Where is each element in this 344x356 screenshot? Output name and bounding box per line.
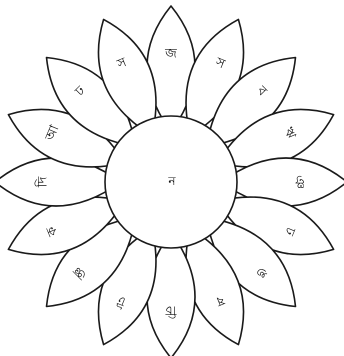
- petal-label-1: জ: [164, 47, 177, 62]
- petal-label-13: দি: [35, 177, 51, 189]
- petal-label-5: ঞ: [292, 175, 307, 189]
- center-label: ন: [167, 174, 176, 188]
- petal-label-9: চি: [165, 303, 178, 319]
